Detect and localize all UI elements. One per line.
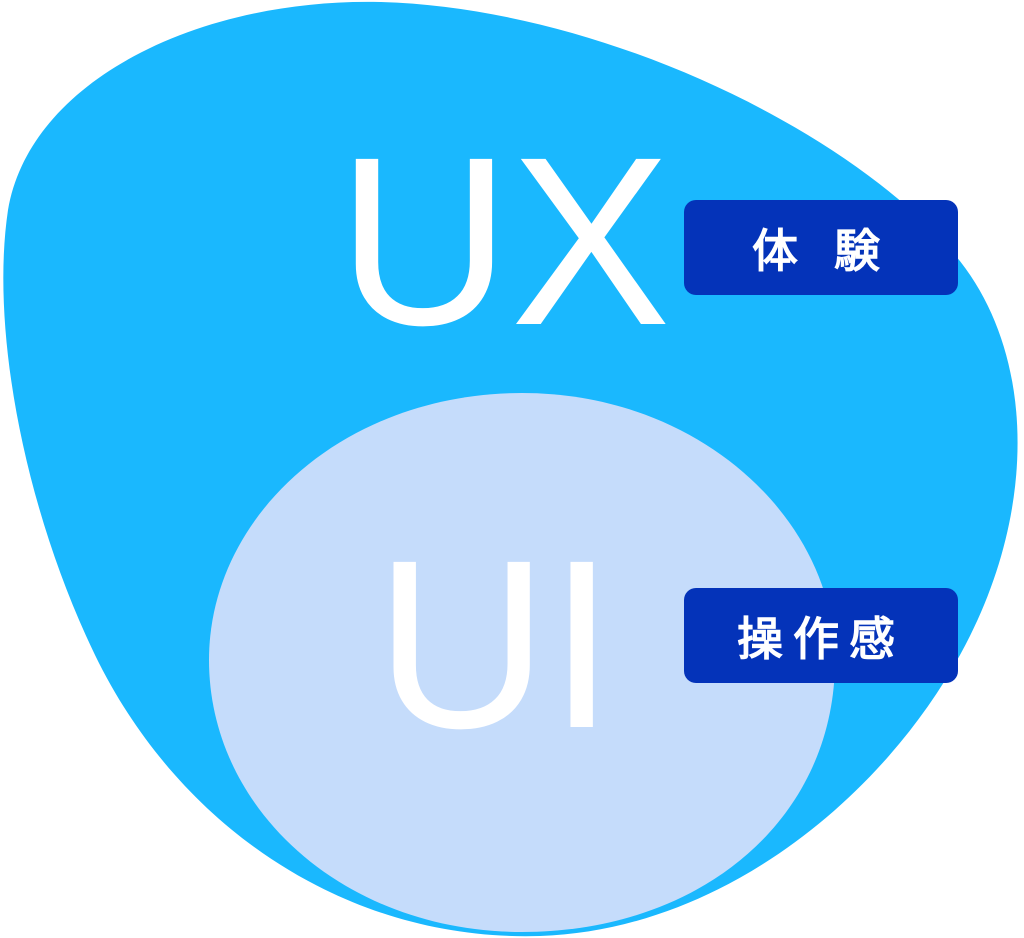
ux-label: 体 験 xyxy=(684,200,958,295)
ui-ellipse xyxy=(209,393,835,932)
ux-title: UX xyxy=(337,107,670,375)
ui-label: 操作感 xyxy=(684,588,958,683)
ui-title: UI xyxy=(375,510,615,778)
